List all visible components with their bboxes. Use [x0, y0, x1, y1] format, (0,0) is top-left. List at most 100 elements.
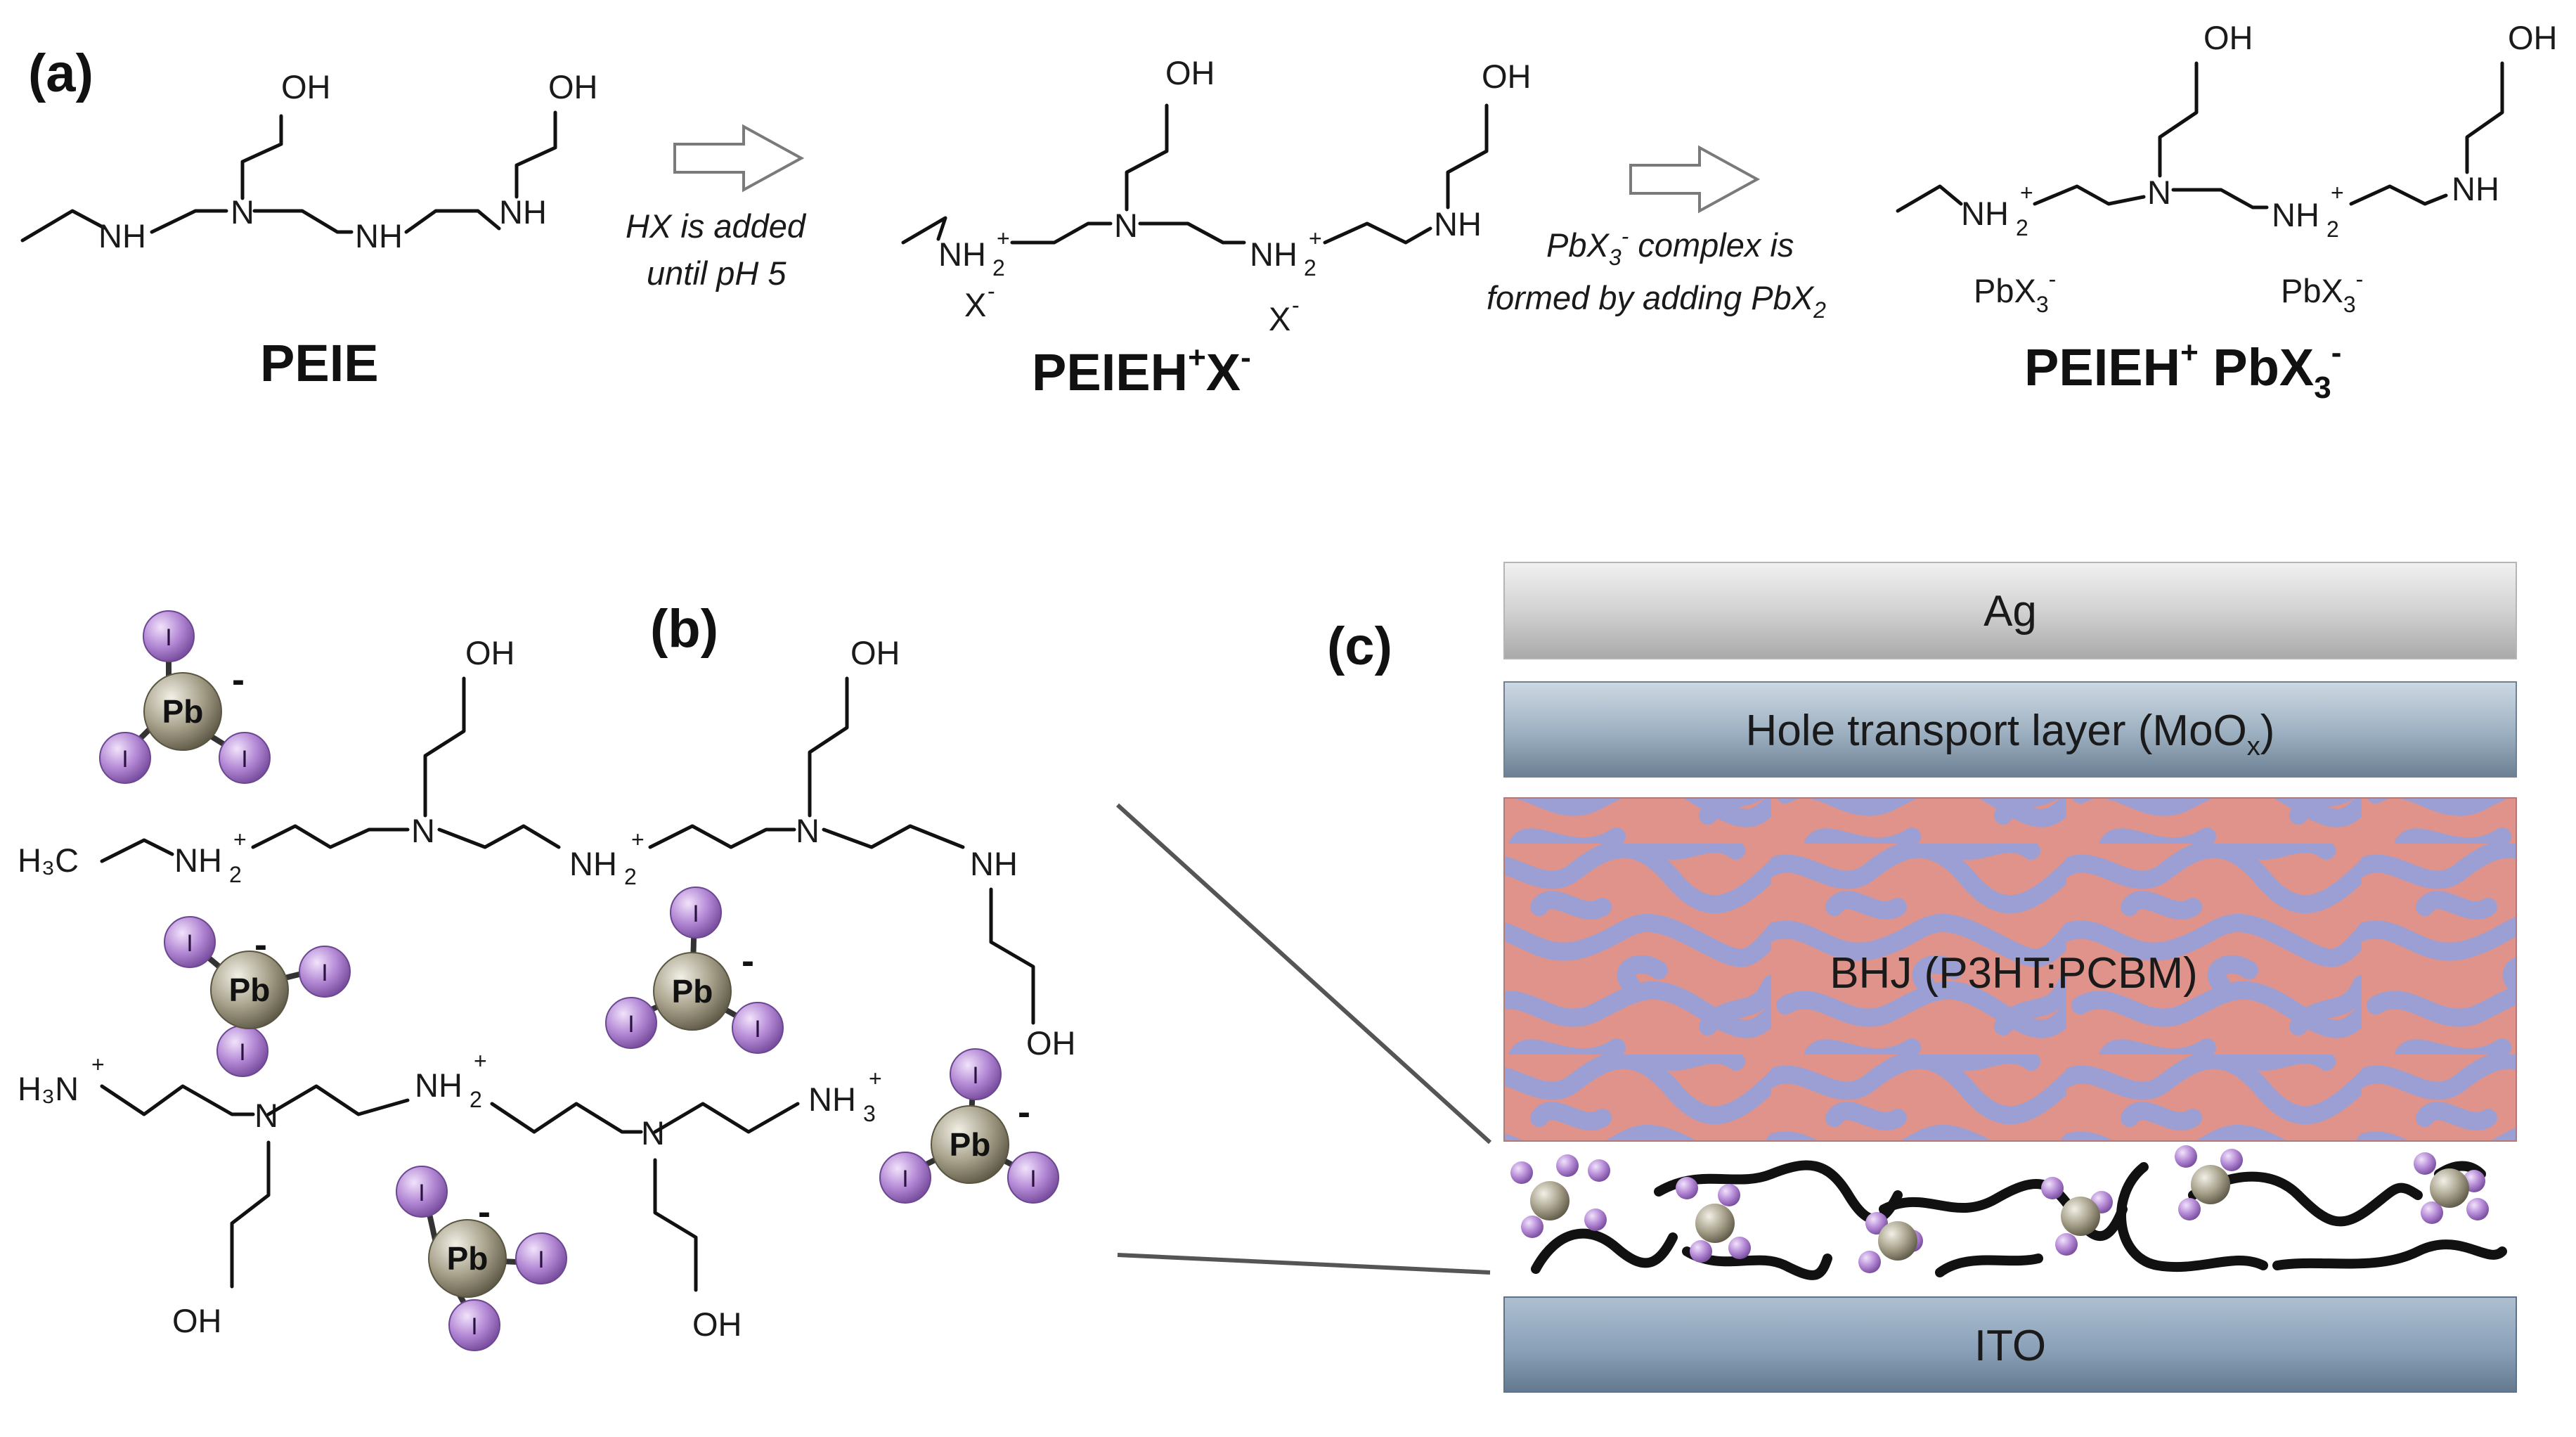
svg-text:I: I	[471, 1313, 477, 1340]
svg-text:+: +	[233, 827, 247, 852]
layer-ito	[1503, 1296, 2517, 1393]
svg-text:PbX3-: PbX3-	[2281, 266, 2363, 317]
oh-group: OH	[172, 1302, 222, 1339]
svg-text:+: +	[2020, 180, 2033, 205]
oh-group: OH	[548, 68, 598, 105]
svg-text:-: -	[254, 924, 267, 966]
svg-text:Pb: Pb	[229, 972, 271, 1008]
svg-text:H₃C: H₃C	[18, 842, 79, 879]
svg-text:NH: NH	[174, 842, 222, 879]
svg-text:I: I	[122, 746, 128, 773]
svg-text:I: I	[972, 1062, 978, 1089]
compound-name-peie: PEIE	[260, 334, 379, 392]
svg-text:+: +	[869, 1066, 882, 1091]
peieh-x-structure: NH 2 + X - N OH NH 2 + X - NH OH	[901, 54, 1532, 337]
svg-text:Pb: Pb	[672, 973, 713, 1010]
panel-label-b: (b)	[650, 599, 718, 659]
oh-group: OH	[281, 68, 331, 105]
svg-text:I: I	[186, 930, 193, 957]
oh-group: OH	[1026, 1024, 1076, 1062]
pbi3-complex: I I I Pb -	[164, 916, 351, 1077]
svg-text:Pb: Pb	[950, 1126, 991, 1163]
reaction-arrow-2	[1629, 145, 1761, 214]
svg-text:+: +	[1309, 226, 1322, 251]
peie-structure: NH N OH NH NH OH	[20, 68, 598, 254]
svg-text:2: 2	[992, 255, 1005, 281]
svg-text:3: 3	[863, 1101, 876, 1126]
step1-line1: HX is added	[626, 207, 807, 245]
svg-text:+: +	[997, 226, 1010, 251]
layer-ag	[1503, 562, 2517, 659]
layer-ito-label: ITO	[1974, 1322, 2046, 1370]
oh-group: OH	[850, 634, 900, 671]
oh-group: OH	[2203, 19, 2253, 56]
svg-text:N: N	[1114, 207, 1138, 244]
panel-b-chain-upper: H₃C NH 2 + N OH NH 2 + N OH NH OH	[18, 634, 1076, 1062]
zoom-line-upper	[1115, 803, 1492, 1145]
svg-text:I: I	[754, 1016, 760, 1043]
oh-group: OH	[1482, 58, 1532, 95]
svg-text:I: I	[418, 1180, 425, 1206]
svg-text:2: 2	[2326, 217, 2339, 242]
step2-line2: formed by adding PbX2	[1487, 279, 1826, 323]
svg-text:NH: NH	[808, 1081, 856, 1118]
oh-group: OH	[1165, 54, 1215, 91]
svg-text:I: I	[692, 901, 699, 927]
svg-text:NH: NH	[2272, 196, 2319, 233]
svg-text:I: I	[239, 1039, 245, 1066]
svg-text:I: I	[902, 1166, 908, 1192]
svg-text:NH: NH	[98, 217, 146, 254]
svg-text:H₃N: H₃N	[18, 1070, 79, 1107]
layer-hole-transport	[1503, 681, 2517, 778]
peieh-pbx3-structure: NH 2 + N OH NH 2 + NH OH PbX3- PbX3-	[1896, 19, 2558, 317]
svg-text:NH: NH	[2452, 170, 2499, 207]
pbi3-complex: I I I Pb -	[396, 1166, 567, 1351]
svg-text:-: -	[478, 1191, 491, 1233]
svg-text:I: I	[241, 746, 247, 773]
layer-bhj	[1503, 797, 2517, 1142]
svg-text:NH: NH	[355, 217, 403, 254]
svg-text:2: 2	[624, 864, 637, 889]
svg-text:NH: NH	[1250, 236, 1297, 273]
svg-text:I: I	[538, 1246, 544, 1273]
svg-text:NH: NH	[1961, 195, 2009, 232]
svg-text:NH: NH	[938, 236, 986, 273]
svg-text:NH: NH	[569, 845, 617, 882]
layer-ag-label: Ag	[1983, 587, 2037, 636]
oh-group: OH	[692, 1306, 742, 1343]
zoom-line-lower	[1117, 1253, 1491, 1275]
svg-text:I: I	[321, 960, 328, 986]
svg-text:N: N	[2147, 174, 2171, 211]
svg-text:I: I	[1030, 1166, 1036, 1192]
svg-text:2: 2	[1304, 255, 1316, 281]
oh-group: OH	[465, 634, 515, 671]
panel-b-chain-lower: H₃N + N NH 2 + N NH 3 + OH OH	[18, 1048, 882, 1343]
svg-text:-: -	[1018, 1091, 1030, 1133]
panel-label-a: (a)	[28, 44, 93, 103]
layer-htl-label: Hole transport layer (MoOx)	[1746, 707, 2275, 761]
svg-text:X: X	[964, 286, 986, 323]
svg-text:Pb: Pb	[162, 693, 204, 730]
peie-pbi3-interlayer	[1510, 1145, 2507, 1280]
pbi3-complex: I I I Pb -	[605, 887, 784, 1054]
svg-text:X: X	[1269, 300, 1290, 337]
svg-text:N: N	[254, 1097, 278, 1134]
svg-text:N: N	[641, 1114, 665, 1152]
svg-text:NH: NH	[415, 1067, 462, 1104]
oh-group: OH	[2508, 19, 2558, 56]
svg-text:I: I	[165, 624, 171, 651]
compound-name-peieh-x: PEIEH+X-	[1032, 340, 1251, 401]
svg-text:NH: NH	[970, 845, 1018, 882]
svg-text:+: +	[631, 827, 645, 852]
svg-text:+: +	[2331, 180, 2344, 205]
svg-text:N: N	[411, 812, 435, 849]
svg-text:I: I	[628, 1011, 634, 1038]
compound-name-peieh-pbx3: PEIEH+ PbX3-	[2024, 335, 2341, 405]
svg-text:-: -	[742, 940, 754, 982]
layer-bhj-label: BHJ (P3HT:PCBM)	[1830, 949, 2198, 998]
svg-text:-: -	[232, 659, 245, 701]
svg-text:2: 2	[2016, 215, 2028, 240]
svg-text:Pb: Pb	[447, 1240, 488, 1277]
svg-text:N: N	[796, 812, 820, 849]
